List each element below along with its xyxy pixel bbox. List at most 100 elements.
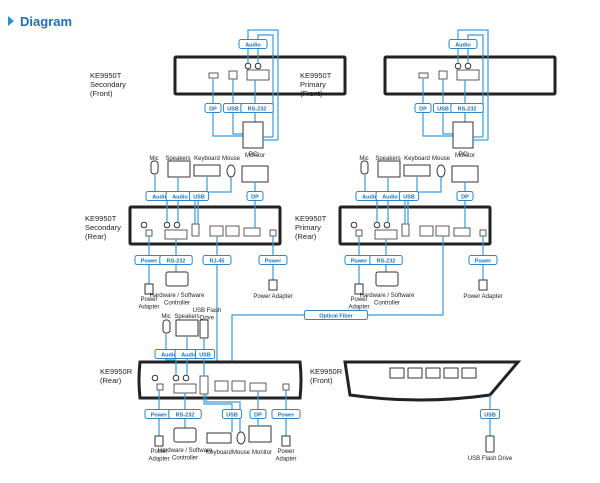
secondary-rear-power-in-tag bbox=[258, 255, 288, 265]
secondary-rear-audio-2-tag-label: Audio bbox=[172, 194, 188, 200]
rj45-tag-label: RJ-45 bbox=[210, 258, 225, 264]
secondary-rear-monitor-label: Monitor bbox=[245, 153, 265, 159]
secondary-rear-usb-tag-label: USB bbox=[193, 194, 205, 200]
receiver-front-usb-flash-drive bbox=[485, 435, 495, 453]
receiver-rear-label: KE9950R(Rear) bbox=[100, 367, 133, 385]
receiver-mouse bbox=[236, 431, 246, 445]
receiver-front-button bbox=[389, 367, 405, 379]
receiver-rear-power-switch bbox=[151, 374, 159, 382]
primary-front-usb-cable bbox=[442, 79, 453, 135]
receiver-rear bbox=[137, 360, 303, 400]
secondary-rear-mic bbox=[150, 160, 159, 175]
receiver-usb-2-tag-label: USB bbox=[226, 412, 238, 418]
secondary-rear-sfp-port bbox=[225, 225, 240, 237]
primary-rear-monitor-label: Monitor bbox=[455, 153, 475, 159]
primary-front-rs232-tag bbox=[450, 103, 484, 113]
receiver-rear-dp-port bbox=[249, 382, 267, 392]
primary-front-usb-tag-label: USB bbox=[437, 106, 449, 112]
secondary-rear-power-tag-label: Power bbox=[141, 258, 158, 264]
receiver-rs232-tag bbox=[168, 409, 202, 419]
secondary-rear-monitor bbox=[241, 165, 269, 183]
receiver-mic bbox=[162, 319, 171, 334]
primary-front-audio-tag bbox=[448, 39, 478, 49]
primary-rear-speakers bbox=[377, 160, 401, 178]
secondary-rear-audio-1-tag-label: Audio bbox=[152, 194, 168, 200]
primary-rear-rj45-port bbox=[419, 225, 434, 237]
primary-front-rs232-tag-label: RS-232 bbox=[458, 106, 477, 112]
receiver-usb-flash-drive bbox=[199, 319, 209, 339]
primary-rear-controller bbox=[375, 271, 399, 287]
receiver-rear-audio-jack-2 bbox=[182, 374, 190, 382]
primary-rear-rs232-tag-label: RS-232 bbox=[377, 258, 396, 264]
secondary-rear-mic-label: Mic bbox=[149, 156, 158, 162]
secondary-rear-usb-ports bbox=[191, 223, 200, 237]
receiver-front-button bbox=[425, 367, 441, 379]
primary-front-dp-port bbox=[418, 72, 429, 79]
primary-front-dp-tag-label: DP bbox=[419, 106, 427, 112]
secondary-rear-power-adapter bbox=[144, 283, 154, 295]
receiver-power-adapter-2 bbox=[281, 435, 291, 447]
secondary-rear-speakers-label: Speakers bbox=[165, 156, 190, 162]
bullet-arrow-icon bbox=[8, 16, 14, 26]
primary-rear-dp-tag bbox=[456, 191, 474, 201]
secondary-front-pc bbox=[242, 121, 264, 149]
primary-rear-power-in-tag-label: Power bbox=[475, 258, 492, 264]
secondary-rear-mouse bbox=[226, 164, 236, 178]
receiver-controller bbox=[173, 427, 197, 443]
primary-rear-monitor bbox=[451, 165, 479, 183]
receiver-dp-tag bbox=[249, 409, 267, 419]
primary-rear-power-tag-label: Power bbox=[351, 258, 368, 264]
secondary-rear-rs232-tag bbox=[159, 255, 193, 265]
primary-front-pc-label: PC bbox=[458, 151, 467, 158]
section-title: Diagram bbox=[20, 13, 73, 29]
secondary-rear-dp-tag bbox=[246, 191, 264, 201]
primary-rear-audio-jack-2 bbox=[383, 221, 391, 229]
receiver-usb-tag bbox=[194, 349, 216, 359]
primary-front-dp-cable bbox=[422, 79, 453, 137]
section-header: Diagram bbox=[8, 12, 72, 30]
receiver-speakers bbox=[175, 319, 199, 337]
primary-front-audio-tag-label: Audio bbox=[455, 42, 471, 48]
receiver-keyboard-label: Keyboard bbox=[206, 450, 232, 456]
secondary-front-jack-1 bbox=[244, 62, 252, 70]
secondary-front-dp-tag bbox=[204, 103, 222, 113]
receiver-keyboard bbox=[206, 432, 232, 444]
primary-rear-audio-2-tag-label: Audio bbox=[382, 194, 398, 200]
receiver-power-tag-label: Power bbox=[151, 412, 168, 418]
primary-rear-rs232-tag bbox=[369, 255, 403, 265]
secondary-rear-audio-jack-2 bbox=[173, 221, 181, 229]
receiver-rear-rj45-port bbox=[214, 380, 229, 392]
secondary-rear-dp-tag-label: DP bbox=[251, 194, 259, 200]
secondary-rear-power-port bbox=[145, 229, 153, 237]
secondary-front-rs232-tag-label: RS-232 bbox=[248, 106, 267, 112]
secondary-rear-power-switch bbox=[140, 221, 148, 229]
primary-rear-usb-tag bbox=[398, 191, 420, 201]
primary-rear-power-port bbox=[355, 229, 363, 237]
secondary-front-audio-tag-label: Audio bbox=[245, 42, 261, 48]
secondary-rear-rs232-port bbox=[164, 229, 188, 240]
primary-rear-power-adapter bbox=[354, 283, 364, 295]
primary-rear-speakers-label: Speakers bbox=[375, 156, 400, 162]
receiver-mic-label: Mic bbox=[161, 314, 170, 320]
receiver-rear-usb-ports bbox=[199, 375, 209, 395]
primary-rear-keyboard-label: Keyboard bbox=[404, 156, 430, 162]
primary-rear-dp-tag-label: DP bbox=[461, 194, 469, 200]
primary-rear-mic bbox=[360, 160, 369, 175]
primary-rear-usb-tag-label: USB bbox=[403, 194, 415, 200]
receiver-monitor-label: Monitor bbox=[252, 450, 272, 456]
primary-rear-mic-label: Mic bbox=[359, 156, 368, 162]
receiver-rear-audio-jack-1 bbox=[172, 374, 180, 382]
receiver-usb-tag-label: USB bbox=[199, 352, 211, 358]
primary-front-dp-tag bbox=[414, 103, 432, 113]
receiver-power-in-tag bbox=[271, 409, 301, 419]
secondary-rear-speakers bbox=[167, 160, 191, 178]
primary-rear-mouse-label: Mouse bbox=[432, 156, 451, 162]
